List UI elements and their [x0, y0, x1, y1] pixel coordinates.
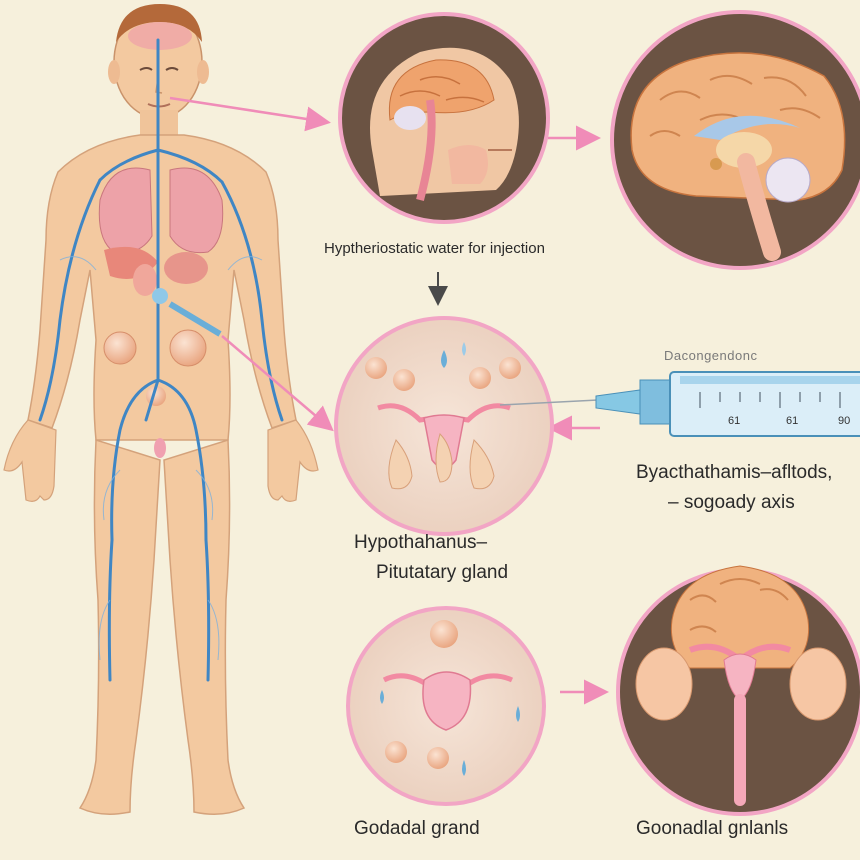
label-water-injection: Hyptheriostatic water for injection — [324, 240, 545, 257]
label-decongestant: Dacongendonc — [664, 348, 758, 363]
brain-section-icon — [610, 10, 860, 270]
syringe-tick-1: 61 — [728, 415, 740, 427]
label-gonadal-grand: Godadal grand — [354, 818, 480, 839]
human-body-figure — [3, 4, 319, 815]
arrows — [169, 96, 609, 705]
label-axis-line1: Byacthathamis–afltods, — [636, 462, 833, 483]
gonadal-glands-icon — [616, 565, 860, 816]
syringe-tick-3: 90 — [838, 415, 850, 427]
syringe-tick-2: 61 — [786, 415, 798, 427]
arrow-head-to-section — [169, 96, 331, 132]
label-hypothalamus-line2: Pitutatary gland — [376, 562, 509, 583]
uterus-section-icon — [346, 606, 546, 806]
syringe-icon: 61 61 90 — [499, 371, 860, 437]
head-section-icon — [338, 12, 550, 224]
label-axis-line2: – sogoady axis — [668, 492, 795, 513]
arrow-body-to-glands — [221, 335, 334, 432]
label-hypothalamus-line1: Hypothahanus– — [354, 532, 488, 553]
label-gonadal-glands: Goonadlal gnlanls — [636, 818, 789, 839]
glands-section-icon — [334, 316, 554, 536]
